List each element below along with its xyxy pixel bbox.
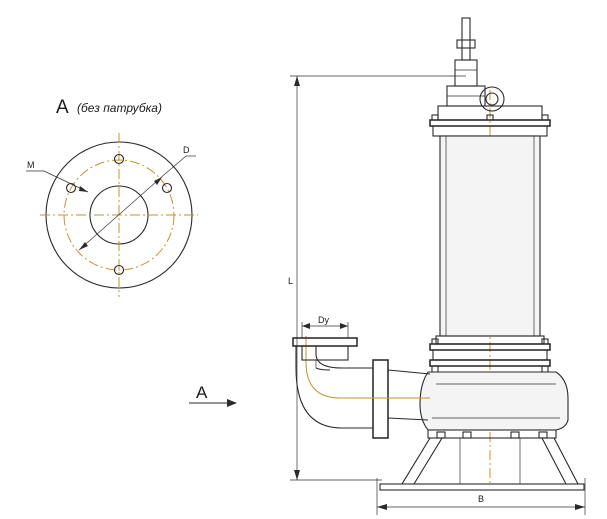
bolt-hole-bottom (113, 264, 125, 276)
lifting-eye-outer (479, 86, 505, 112)
elbow-axis (305, 336, 373, 399)
dy-arrow-left (302, 323, 310, 329)
label-b: B (478, 494, 484, 504)
dy-arrow-right (340, 323, 348, 329)
view-arrow-head (227, 399, 237, 407)
base-nut-3 (510, 431, 520, 439)
lifting-eye-inner (485, 92, 499, 106)
cable-clamp (456, 39, 476, 49)
elbow-socket (301, 345, 349, 361)
d-leader (164, 155, 187, 175)
b-arrow-left (377, 504, 387, 510)
view-arrow-letter: A (196, 383, 208, 402)
label-d: D (183, 145, 190, 155)
outlet-flange (372, 359, 389, 439)
base-plate (427, 429, 557, 439)
bolt-hole-right (161, 182, 173, 194)
mid-bolt-left (431, 338, 439, 345)
d-dimension-line (78, 173, 166, 251)
top-bolt-mid (486, 114, 494, 121)
bolt-hole-top (113, 153, 125, 165)
top-bolt-left (431, 114, 439, 121)
cable-entry-body (454, 59, 478, 87)
elbow-flange (292, 337, 358, 347)
b-arrow-right (575, 504, 585, 510)
stand-leg-right (541, 437, 579, 485)
elbow-inner (315, 346, 373, 369)
elbow-outer (295, 346, 373, 429)
elbow-inner-curve (315, 367, 331, 371)
d-arrow-start (79, 242, 88, 250)
flange-view: A (без патрубка) M D (26, 97, 198, 297)
stand-leg-left (401, 437, 443, 485)
view-a-letter: A (56, 97, 69, 118)
base-nut-1 (436, 431, 446, 439)
low-bolt-right (541, 365, 549, 373)
label-dy: Dy (318, 315, 329, 325)
label-m: M (27, 160, 35, 170)
l-arrow-top (294, 76, 300, 86)
pump-side-view: L B (288, 17, 586, 515)
view-arrow: A (189, 383, 237, 407)
top-bolt-right (541, 114, 549, 121)
view-a-note: (без патрубка) (77, 101, 162, 115)
outlet-pipe-bottom (387, 417, 429, 421)
base-nut-4 (538, 431, 548, 439)
cable-gland (461, 17, 471, 61)
motor-housing (439, 135, 541, 337)
d-arrow-end (154, 177, 162, 185)
volute-casing (419, 371, 569, 431)
base-nut-2 (462, 431, 472, 439)
mid-bolt-right (541, 338, 549, 345)
label-l: L (288, 276, 293, 286)
l-arrow-bottom (294, 470, 300, 480)
outlet-pipe-top (387, 369, 431, 375)
low-bolt-left (431, 365, 439, 373)
m-leader-arrow (79, 186, 88, 192)
lower-flange (429, 359, 551, 367)
stand-foot (379, 483, 585, 491)
